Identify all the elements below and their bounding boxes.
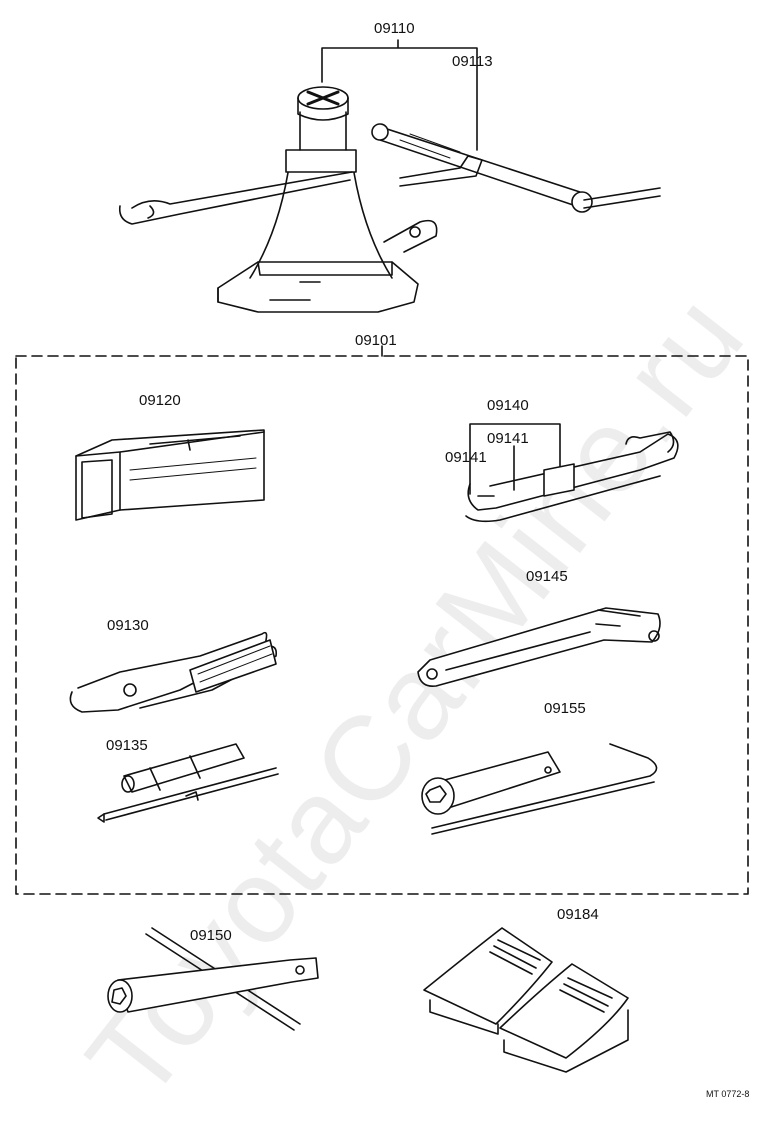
part-number-09130: 09130 bbox=[107, 617, 149, 634]
lug-wrench-illustration bbox=[421, 743, 658, 835]
adjustable-wrench-illustration bbox=[417, 607, 661, 688]
wrenches-illustration bbox=[465, 423, 679, 523]
pliers-illustration bbox=[69, 631, 278, 713]
part-number-09145: 09145 bbox=[526, 568, 568, 585]
part-number-09150: 09150 bbox=[190, 927, 232, 944]
part-number-09110: 09110 bbox=[374, 20, 415, 37]
leader-lines-09110 bbox=[321, 39, 478, 151]
tool-kit-box bbox=[15, 345, 749, 895]
part-number-09155: 09155 bbox=[544, 700, 586, 717]
part-number-09140: 09140 bbox=[487, 397, 529, 414]
part-number-09141-b: 09141 bbox=[445, 449, 487, 466]
wheel-chocks-illustration bbox=[423, 927, 629, 1073]
wheel-wrench-illustration bbox=[107, 927, 319, 1031]
jack-handle-illustration bbox=[371, 123, 661, 213]
part-number-09113: 09113 bbox=[452, 53, 493, 70]
part-number-09184: 09184 bbox=[557, 906, 599, 923]
part-number-09120: 09120 bbox=[139, 392, 181, 409]
jack-illustration bbox=[118, 86, 438, 313]
part-number-09141-a: 09141 bbox=[487, 430, 529, 447]
tool-bag-illustration bbox=[75, 429, 265, 521]
part-number-09101: 09101 bbox=[355, 332, 397, 349]
screwdriver-illustration bbox=[97, 743, 279, 823]
figure-code: MT 0772-8 bbox=[706, 1089, 750, 1099]
part-number-09135: 09135 bbox=[106, 737, 148, 754]
